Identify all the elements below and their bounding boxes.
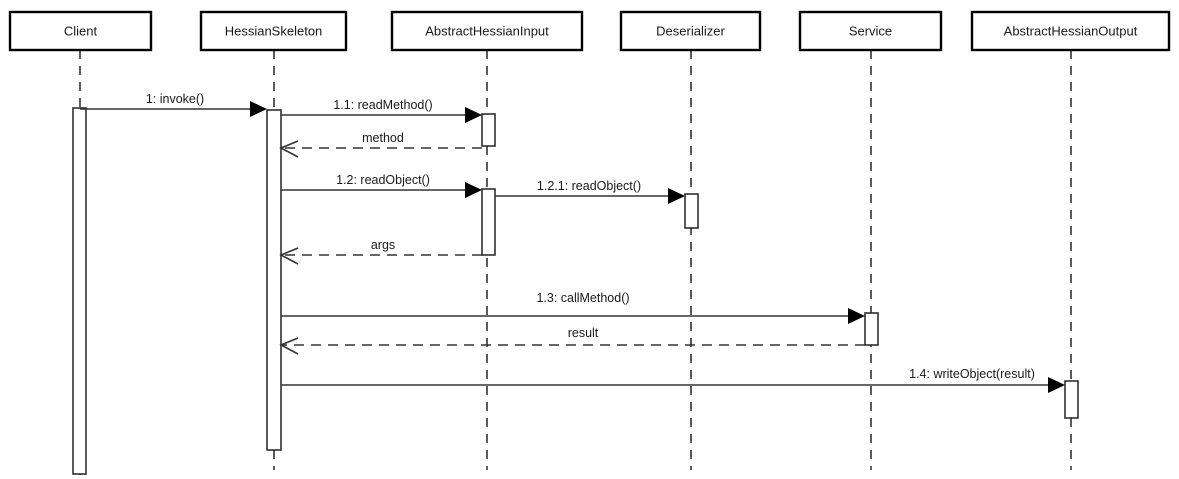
message-msg-1-3-return: result — [279, 326, 865, 355]
message-label: method — [362, 131, 404, 145]
arrowhead-filled-icon — [848, 308, 865, 324]
participant-label: Deserializer — [656, 23, 725, 38]
activation-bar-abstract-hessian-input — [481, 188, 496, 256]
participant-box[interactable] — [970, 10, 1171, 52]
message-label: 1.4: writeObject(result) — [909, 367, 1035, 381]
message-msg-1-2-1: 1.2.1: readObject() — [495, 179, 685, 204]
arrowhead-open-icon — [279, 140, 299, 158]
activation-bar-abstract-hessian-output — [1064, 380, 1079, 419]
participant-label: Service — [849, 23, 892, 38]
arrowhead-filled-icon — [1048, 377, 1065, 393]
participant-box[interactable] — [199, 10, 348, 52]
message-msg-1-1: 1.1: readMethod() — [281, 98, 482, 123]
participant-label: HessianSkeleton — [225, 23, 323, 38]
message-label: args — [371, 238, 395, 252]
message-msg-1-1-return: method — [279, 131, 482, 158]
participant-box[interactable] — [798, 10, 943, 52]
participant-box[interactable] — [390, 10, 584, 52]
message-label: 1: invoke() — [146, 92, 204, 106]
participant-box[interactable] — [619, 10, 762, 52]
activation-bar-hessian-skeleton — [266, 109, 282, 451]
participant-deserializer[interactable]: Deserializer — [619, 10, 762, 52]
participant-hessian-skeleton[interactable]: HessianSkeleton — [199, 10, 348, 52]
arrowhead-open-icon — [279, 247, 299, 265]
participant-label: AbstractHessianOutput — [1004, 23, 1138, 38]
participant-abstract-hessian-output[interactable]: AbstractHessianOutput — [970, 10, 1171, 52]
message-msg-1: 1: invoke() — [80, 92, 267, 117]
activations-layer — [72, 107, 1079, 475]
participant-label: AbstractHessianInput — [425, 23, 549, 38]
message-msg-1-3: 1.3: callMethod() — [281, 291, 865, 324]
arrowhead-filled-icon — [465, 182, 482, 198]
message-label: 1.3: callMethod() — [536, 291, 629, 305]
message-msg-1-2-return: args — [279, 238, 482, 265]
message-msg-1-2: 1.2: readObject() — [281, 173, 482, 198]
arrowhead-open-icon — [279, 337, 299, 355]
message-label: 1.2.1: readObject() — [537, 179, 641, 193]
participant-service[interactable]: Service — [798, 10, 943, 52]
arrowhead-filled-icon — [250, 101, 267, 117]
participant-boxes-layer: Client HessianSkeleton AbstractHessianInpu… — [8, 10, 1171, 52]
lifelines-layer — [79, 50, 1072, 479]
arrowhead-filled-icon — [465, 107, 482, 123]
participant-box[interactable] — [8, 10, 153, 52]
messages-layer: 1: invoke() 1.1: readMethod() method 1.2: r… — [80, 92, 1065, 393]
arrowhead-filled-icon — [668, 188, 685, 204]
message-label: result — [568, 326, 599, 340]
participant-client[interactable]: Client — [8, 10, 153, 52]
activation-bar-service — [864, 312, 879, 346]
participant-label: Client — [64, 23, 98, 38]
message-msg-1-4: 1.4: writeObject(result) — [281, 367, 1065, 393]
message-label: 1.1: readMethod() — [333, 98, 432, 112]
activation-bar-client — [72, 107, 87, 475]
participant-abstract-hessian-input[interactable]: AbstractHessianInput — [390, 10, 584, 52]
activation-bar-abstract-hessian-input — [481, 113, 496, 147]
message-label: 1.2: readObject() — [336, 173, 430, 187]
activation-bar-deserializer — [684, 193, 699, 229]
